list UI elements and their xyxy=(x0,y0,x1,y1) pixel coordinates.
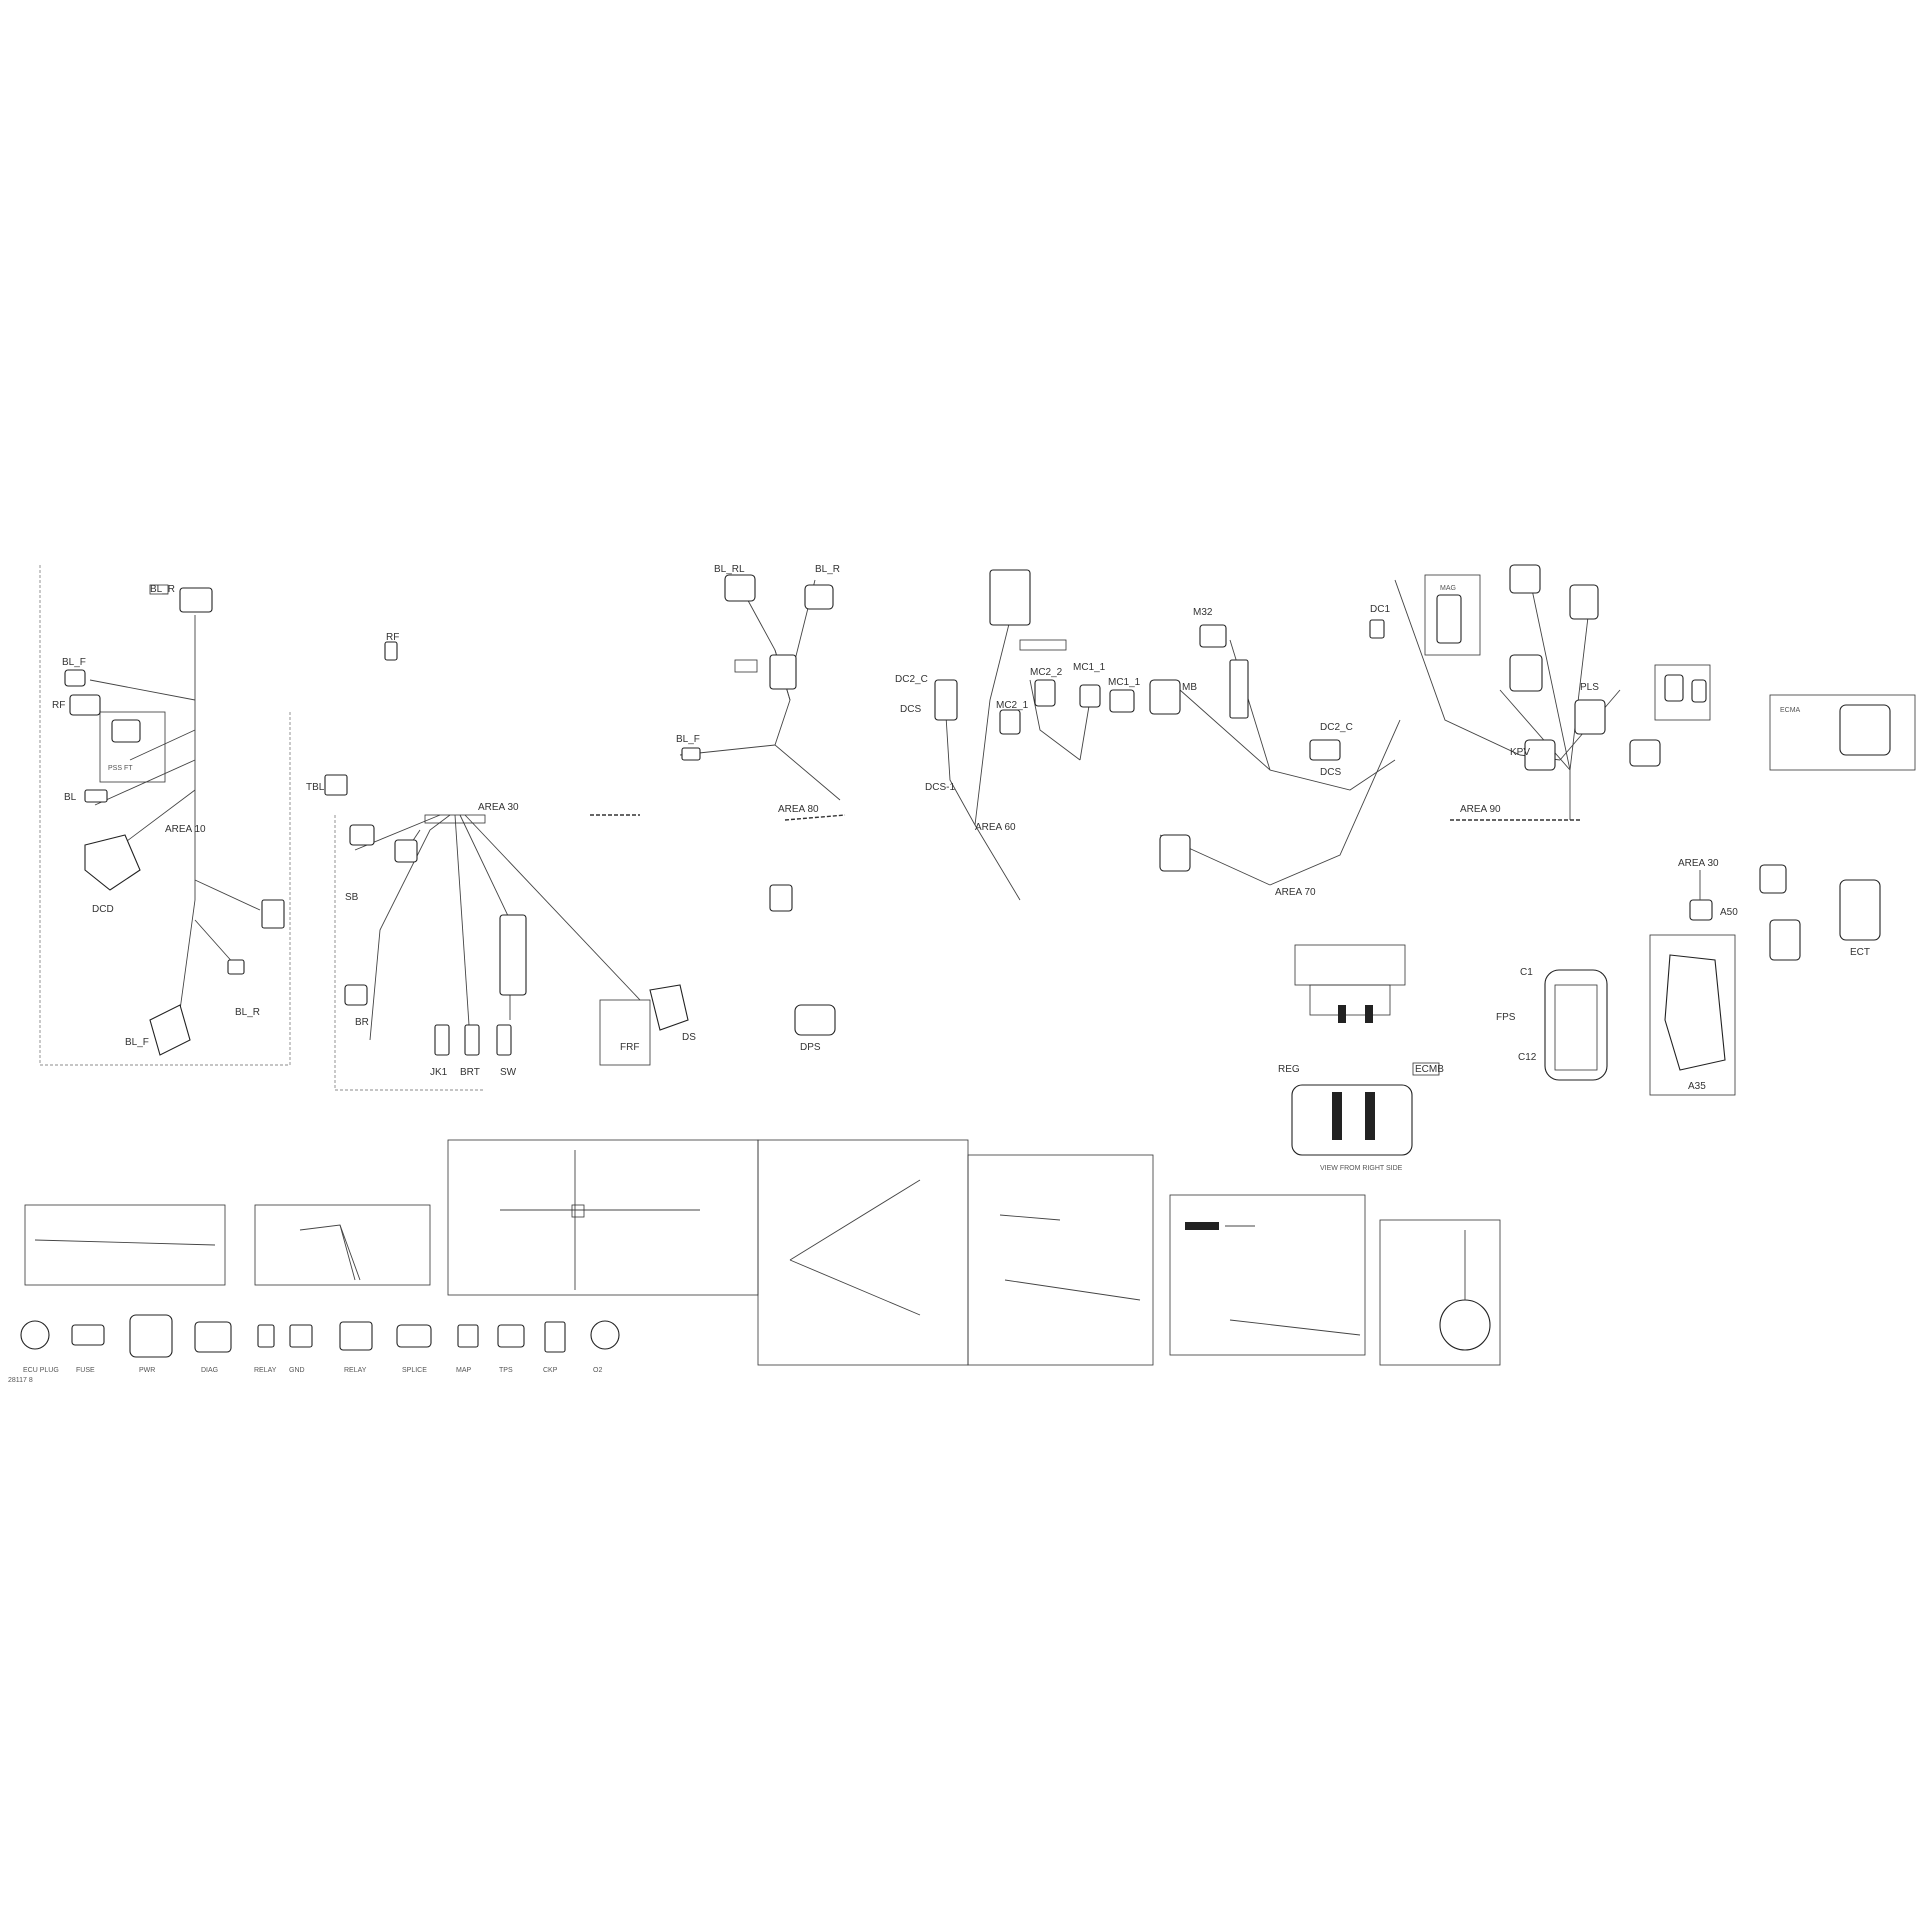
connector-row-item xyxy=(544,1321,566,1353)
gauge-detail xyxy=(1439,1299,1491,1351)
connector-row-label: RELAY xyxy=(344,1367,367,1374)
ecm-panel: REG ECMB VIEW FROM RIGHT SIDE C1 C12 FPS… xyxy=(1278,694,1916,1172)
connector-row-label: DIAG xyxy=(201,1367,218,1374)
label-ecm-a: ECMA xyxy=(1780,707,1801,714)
label-ds: DS xyxy=(682,1032,696,1043)
label-dc2: DC2_C xyxy=(895,674,928,685)
connector-row-item xyxy=(457,1324,479,1348)
label-sb: SB xyxy=(345,892,359,903)
detail-panels xyxy=(24,1139,1501,1366)
relay-module xyxy=(499,914,527,996)
label-area-60: AREA 60 xyxy=(975,822,1016,833)
engine-harness-panel: M32 MB DC2_C DCS AREA 70 xyxy=(1149,607,1401,898)
connector-row-label: ECU PLUG xyxy=(23,1367,59,1374)
label-mc1: MC1_1 xyxy=(1073,662,1106,673)
label-area-30b: AREA 30 xyxy=(1678,858,1719,869)
drawing-number: 28117 8 xyxy=(8,1377,33,1384)
label-dcd: DCD xyxy=(92,904,114,915)
label-area-10: AREA 10 xyxy=(165,824,206,835)
label-ecm-note: VIEW FROM RIGHT SIDE xyxy=(1320,1165,1403,1172)
label-bl: BL xyxy=(64,792,77,803)
label-bl-f: BL_F xyxy=(62,657,86,668)
dc2-module xyxy=(989,569,1031,626)
label-bl-r: BL_R xyxy=(150,584,175,595)
connector-row-label: SPLICE xyxy=(402,1367,427,1374)
label-bl-f2: BL_F xyxy=(125,1037,149,1048)
label-dps: DPS xyxy=(800,1042,821,1053)
label-sw: SW xyxy=(500,1067,517,1078)
label-bl-f3: BL_F xyxy=(676,734,700,745)
ecm-a-module xyxy=(1839,704,1891,756)
label-c1: C1 xyxy=(1520,967,1533,978)
label-m32: M32 xyxy=(1193,607,1213,618)
engine-block xyxy=(1664,954,1726,1071)
connector-row-item xyxy=(71,1324,105,1346)
label-tbl: TBL xyxy=(306,782,325,793)
label-a50: A50 xyxy=(1720,907,1738,918)
label-reg: REG xyxy=(1278,1064,1300,1075)
label-bl-rl: BL_RL xyxy=(714,564,745,575)
connector-row xyxy=(20,1314,620,1358)
label-frf: FRF xyxy=(620,1042,639,1053)
connector-row-item xyxy=(257,1324,275,1348)
dps-sensor xyxy=(794,1004,836,1036)
ecm-connector xyxy=(1291,1084,1413,1156)
label-br: BR xyxy=(355,1017,369,1028)
label-brt: BRT xyxy=(460,1067,480,1078)
label-pls: PLS xyxy=(1580,682,1599,693)
label-kpv: KPV xyxy=(1510,747,1530,758)
label-fps: FPS xyxy=(1496,1012,1516,1023)
connector-row-item xyxy=(194,1321,232,1353)
connector-row-item xyxy=(396,1324,432,1348)
label-area-30: AREA 30 xyxy=(478,802,519,813)
rear-harness-panel: BL_RL BL_R BL_F AREA 80 DPS DC2_C DCS DC… xyxy=(676,564,1141,1053)
label-jk1: JK1 xyxy=(430,1067,448,1078)
label-ect: ECT xyxy=(1850,947,1870,958)
connector-row-item xyxy=(590,1320,620,1350)
front-harness-panel: BL_R BL_F RF PSS FT BL DCD AREA 10 BL_R … xyxy=(39,565,399,1066)
connector-row-label: CKP xyxy=(543,1367,558,1374)
label-bl-rr: BL_R xyxy=(815,564,840,575)
label-mc2b: MC2_1 xyxy=(996,700,1029,711)
label-bl-r2: BL_R xyxy=(235,1007,260,1018)
connector-row-item xyxy=(289,1324,313,1348)
connector-row-label: RELAY xyxy=(254,1367,277,1374)
connector-row-item xyxy=(129,1314,173,1358)
label-c12: C12 xyxy=(1518,1052,1537,1063)
label-area-70: AREA 70 xyxy=(1275,887,1316,898)
label-rf: RF xyxy=(52,700,65,711)
bl-r-connector-top xyxy=(179,587,213,613)
label-mc2: MC2_2 xyxy=(1030,667,1063,678)
label-dcs: DCS xyxy=(900,704,921,715)
label-a35: A35 xyxy=(1688,1081,1706,1092)
connector-row-item xyxy=(20,1320,50,1350)
label-dc2b: DC2_C xyxy=(1320,722,1353,733)
connector-row-label: FUSE xyxy=(76,1367,95,1374)
connector-row-label: O2 xyxy=(593,1367,602,1374)
label-area-90: AREA 90 xyxy=(1460,804,1501,815)
label-dcs2: DCS xyxy=(1320,767,1341,778)
fuel-pump-bracket xyxy=(1544,969,1608,1081)
connector-row-item xyxy=(497,1324,525,1348)
area-90-panel: AREA 90 DC1 MAG PLS KPV xyxy=(1369,564,1711,821)
label-mb: MB xyxy=(1182,682,1197,693)
connector-row-label: PWR xyxy=(139,1367,155,1374)
dcd-module xyxy=(84,834,141,891)
connector-row-label: TPS xyxy=(499,1367,513,1374)
label-pss: PSS FT xyxy=(108,765,133,772)
label-mc1b: MC1_1 xyxy=(1108,677,1141,688)
connector-row-item xyxy=(339,1321,373,1351)
label-dc1: DC1 xyxy=(1370,604,1390,615)
label-mag: MAG xyxy=(1440,585,1456,592)
label-area-80: AREA 80 xyxy=(778,804,819,815)
label-ecmb: ECMB xyxy=(1415,1064,1444,1075)
area-30-panel: AREA 30 SB BR JK1 BRT SW DS FRF xyxy=(334,802,696,1091)
connector-row-label: MAP xyxy=(456,1367,472,1374)
label-rf2: RF xyxy=(386,632,399,643)
connector-row-label: GND xyxy=(289,1367,305,1374)
label-dcs-1: DCS-1 xyxy=(925,782,955,793)
